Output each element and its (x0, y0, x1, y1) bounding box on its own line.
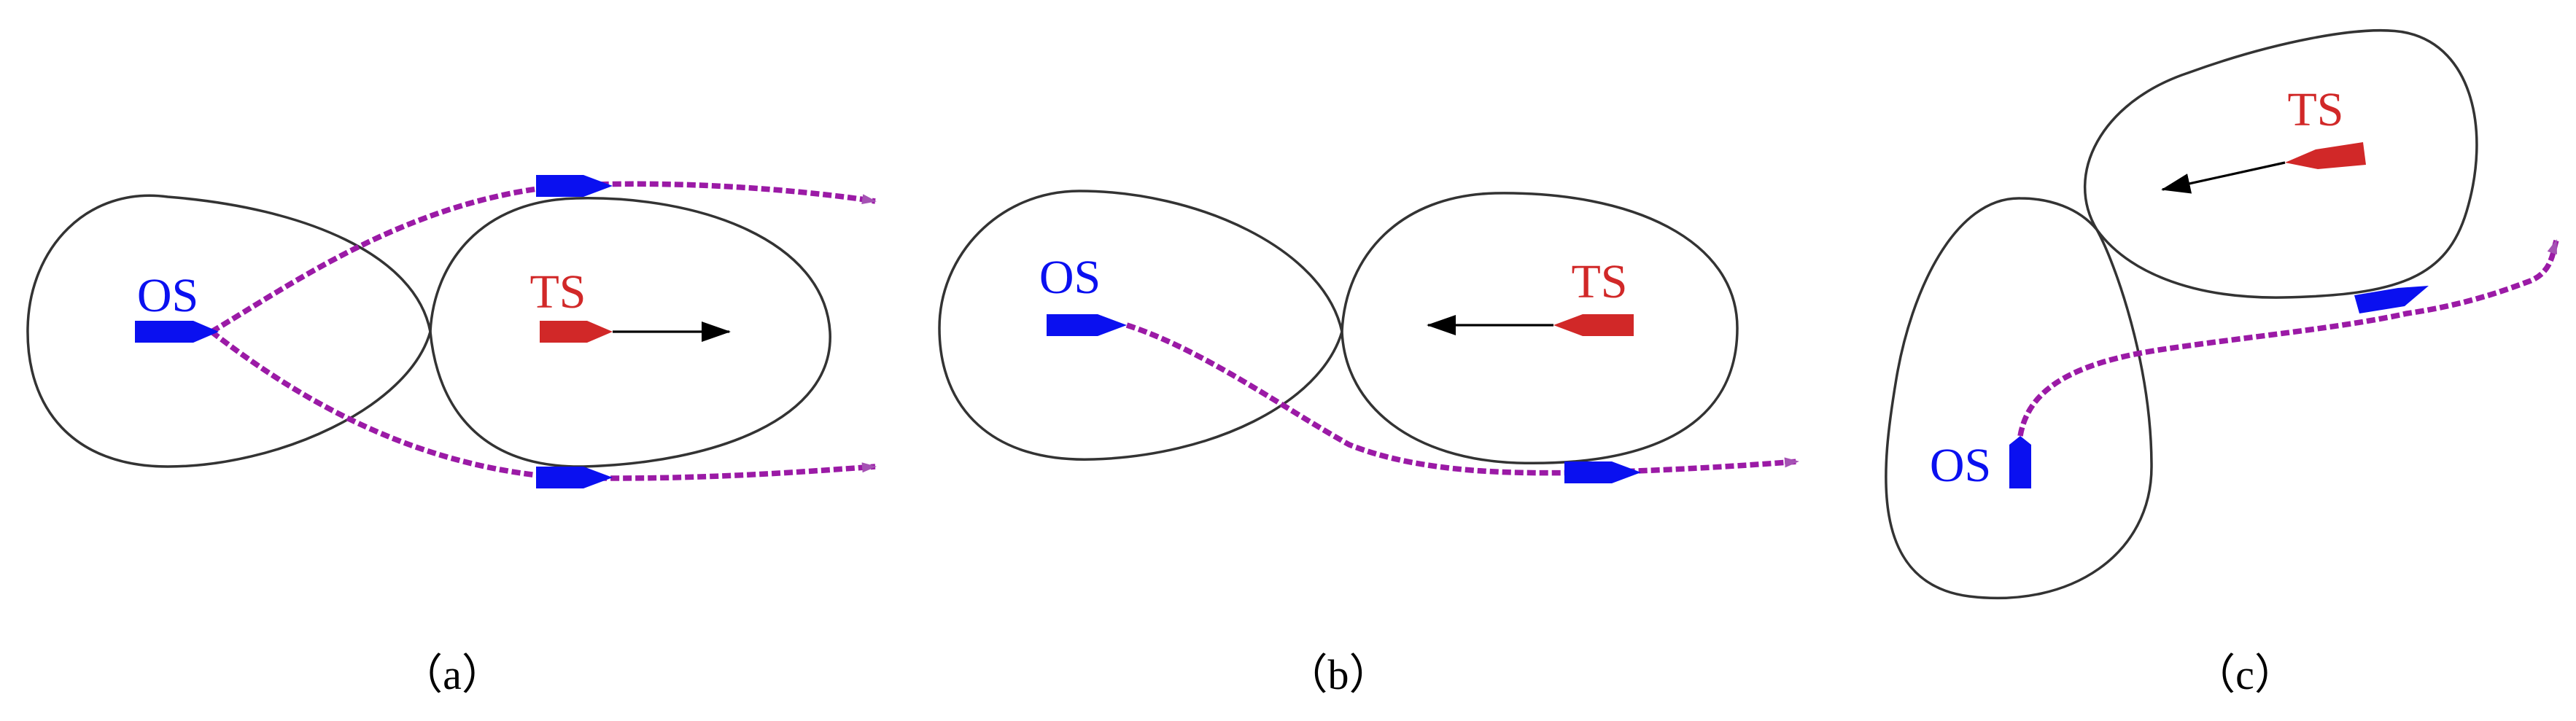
target-ship-label: TS (1571, 255, 1627, 308)
caption-b: （b） (1285, 651, 1391, 698)
caption-a: （a） (400, 651, 504, 698)
own-ship-icon (135, 321, 219, 343)
caption-c: （c） (2193, 651, 2297, 698)
target-ship-icon (1553, 314, 1634, 336)
own-ship-domain (1885, 197, 2153, 600)
target-ship-domain (2084, 29, 2478, 299)
target-ship-domain (1341, 192, 1739, 465)
own-ship-future-icon (2354, 286, 2429, 313)
own-ship-future-icon (1564, 461, 1641, 483)
own-ship-path (2017, 239, 2559, 437)
own-ship-future-upper-icon (536, 175, 613, 197)
own-ship-domain (26, 194, 432, 468)
own-ship-domain (938, 190, 1343, 461)
panel-b: OS TS （b） (938, 190, 1799, 698)
target-ship-icon (2285, 142, 2366, 169)
panel-a: OS TS （a） (26, 175, 877, 698)
target-ship-label: TS (529, 265, 586, 319)
own-ship-future-lower-icon (536, 467, 613, 488)
target-velocity-arrow (2161, 161, 2286, 194)
own-ship-path-lower (209, 330, 877, 481)
own-ship-label: OS (1930, 439, 1991, 492)
target-ship-label: TS (2287, 83, 2343, 136)
own-ship-icon (1047, 314, 1127, 336)
own-ship-label: OS (137, 269, 198, 322)
target-ship-icon (540, 321, 613, 343)
own-ship-path (1125, 322, 1799, 476)
own-ship-label: OS (1039, 251, 1101, 304)
own-ship-icon (2009, 436, 2031, 488)
target-ship-domain (429, 197, 831, 468)
panel-c: OS TS （c） (1885, 29, 2559, 698)
